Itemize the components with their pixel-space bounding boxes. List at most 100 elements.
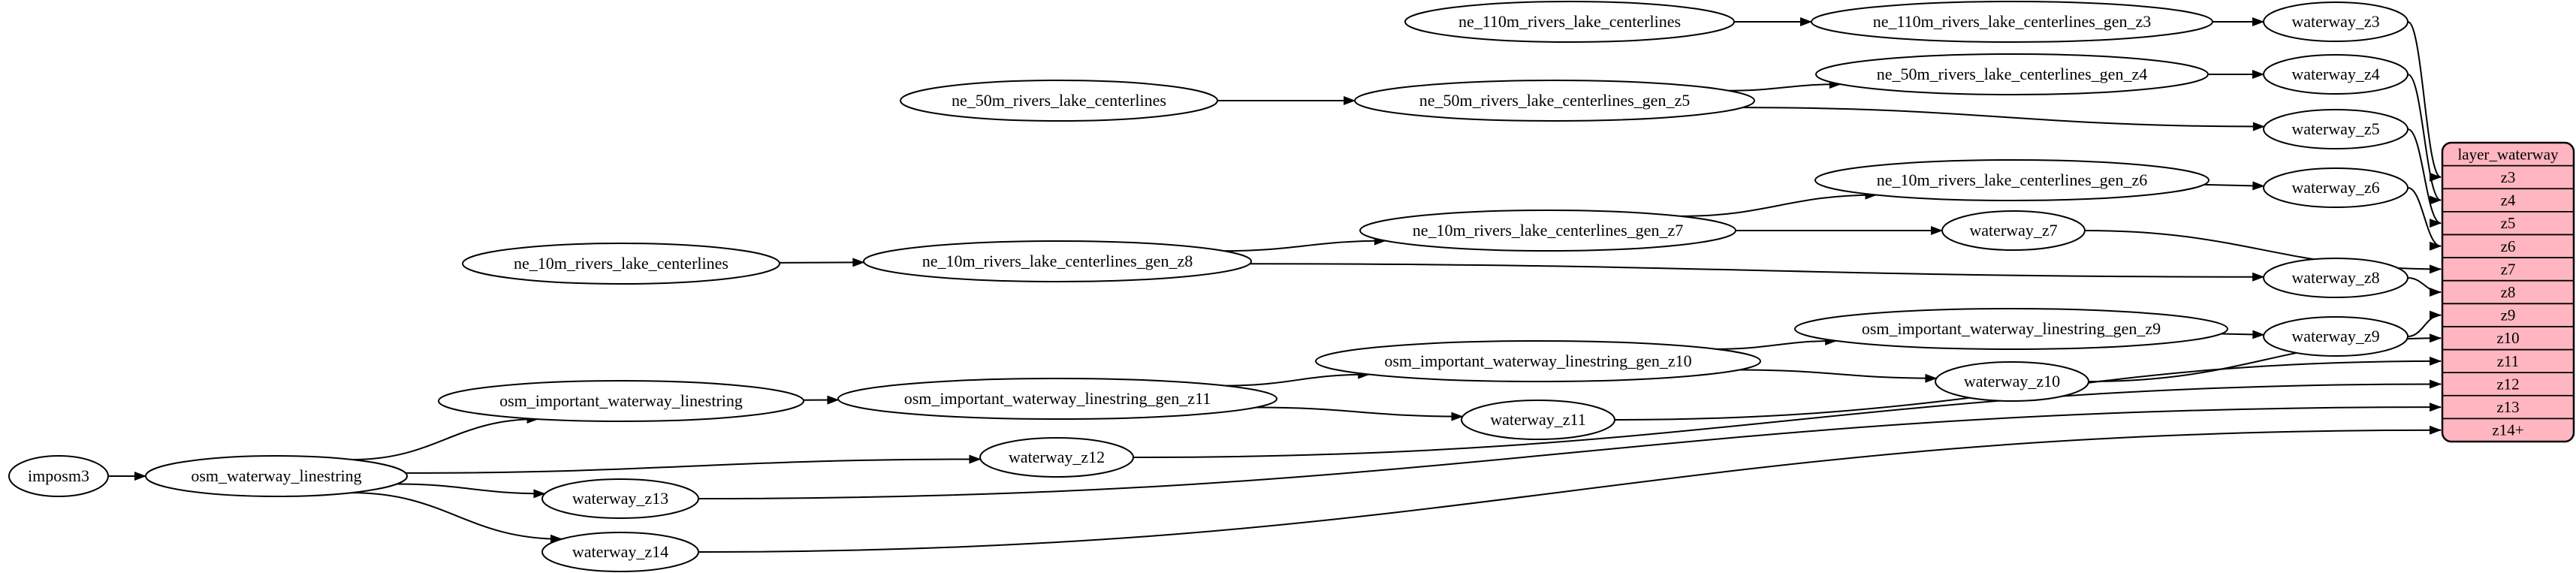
layer-row-z8: z8 — [2501, 283, 2516, 301]
node-ellipse-ne_10m_rivers_lake_centerlines_gen_z7 — [1359, 210, 1736, 252]
node-osm_important_waterway_linestring_gen_z11: osm_important_waterway_linestring_gen_z1… — [837, 378, 1277, 420]
edge-waterway_z12-to-layer_waterway-z12 — [1133, 379, 2442, 458]
node-ellipse-imposm3 — [8, 455, 109, 497]
node-ellipse-osm_waterway_linestring — [145, 455, 408, 497]
node-label-ne_10m_rivers_lake_centerlines_gen_z8: ne_10m_rivers_lake_centerlines_gen_z8 — [922, 252, 1193, 270]
edge-waterway_z8-to-layer_waterway-z8 — [2407, 277, 2442, 297]
layer-waterway-table-group: layer_waterwayz3z4z5z6z7z8z9z10z11z12z13… — [2441, 141, 2575, 443]
node-osm_waterway_linestring: osm_waterway_linestring — [145, 455, 408, 497]
node-label-osm_important_waterway_linestring_gen_z10: osm_important_waterway_linestring_gen_z1… — [1384, 351, 1691, 370]
node-ne_50m_rivers_lake_centerlines_gen_z4: ne_50m_rivers_lake_centerlines_gen_z4 — [1815, 53, 2209, 95]
node-label-waterway_z4: waterway_z4 — [2291, 65, 2379, 83]
node-ellipse-ne_50m_rivers_lake_centerlines_gen_z4 — [1815, 53, 2209, 95]
edge-ne_10m_rivers_lake_centerlines_gen_z8-to-waterway_z8 — [1250, 263, 2265, 282]
layer-row-z11: z11 — [2497, 352, 2520, 370]
node-label-waterway_z13: waterway_z13 — [572, 489, 668, 508]
node-waterway_z14: waterway_z14 — [541, 532, 699, 572]
edge-waterway_z6-to-layer_waterway-z6 — [2407, 187, 2442, 251]
node-ne_10m_rivers_lake_centerlines_gen_z6: ne_10m_rivers_lake_centerlines_gen_z6 — [1814, 159, 2210, 201]
node-label-ne_50m_rivers_lake_centerlines_gen_z5: ne_50m_rivers_lake_centerlines_gen_z5 — [1419, 91, 1690, 110]
node-ne_10m_rivers_lake_centerlines: ne_10m_rivers_lake_centerlines — [462, 243, 780, 285]
node-label-waterway_z8: waterway_z8 — [2291, 268, 2379, 287]
node-ellipse-waterway_z10 — [1935, 361, 2089, 402]
edge-ne_10m_rivers_lake_centerlines-to-ne_10m_rivers_lake_centerlines_gen_z8 — [779, 258, 865, 267]
node-imposm3: imposm3 — [8, 455, 109, 497]
node-label-waterway_z6: waterway_z6 — [2291, 178, 2379, 197]
layer-row-z14+: z14+ — [2492, 421, 2523, 439]
edge-ne_10m_rivers_lake_centerlines_gen_z6-to-waterway_z6 — [2203, 181, 2265, 191]
layer-row-z3: z3 — [2501, 168, 2516, 186]
node-ellipse-ne_110m_rivers_lake_centerlines_gen_z3 — [1811, 1, 2213, 43]
edge-waterway_z9-to-layer_waterway-z9 — [2407, 310, 2442, 337]
node-waterway_z10: waterway_z10 — [1935, 361, 2089, 402]
node-waterway_z9: waterway_z9 — [2263, 316, 2409, 357]
node-ellipse-osm_important_waterway_linestring_gen_z11 — [837, 378, 1277, 420]
node-ellipse-waterway_z8 — [2263, 258, 2409, 298]
node-label-waterway_z5: waterway_z5 — [2291, 119, 2379, 138]
edge-ne_50m_rivers_lake_centerlines_gen_z5-to-ne_50m_rivers_lake_centerlines_gen_z4 — [1728, 80, 1842, 92]
edges-group — [108, 17, 2442, 553]
node-ne_110m_rivers_lake_centerlines_gen_z3: ne_110m_rivers_lake_centerlines_gen_z3 — [1811, 1, 2213, 43]
edge-ne_50m_rivers_lake_centerlines_gen_z5-to-waterway_z5 — [1742, 107, 2265, 131]
node-waterway_z3: waterway_z3 — [2263, 2, 2409, 42]
node-ellipse-ne_10m_rivers_lake_centerlines_gen_z6 — [1814, 159, 2210, 201]
node-ellipse-osm_important_waterway_linestring_gen_z10 — [1315, 340, 1761, 382]
edge-waterway_z3-to-layer_waterway-z3 — [2407, 21, 2442, 182]
edge-osm_waterway_linestring-to-waterway_z12 — [405, 454, 982, 474]
node-label-osm_waterway_linestring: osm_waterway_linestring — [191, 466, 361, 485]
node-label-waterway_z7: waterway_z7 — [1969, 221, 2057, 240]
node-label-ne_110m_rivers_lake_centerlines_gen_z3: ne_110m_rivers_lake_centerlines_gen_z3 — [1873, 12, 2152, 31]
edge-waterway_z7-to-layer_waterway-z7 — [2084, 230, 2442, 274]
node-osm_important_waterway_linestring_gen_z10: osm_important_waterway_linestring_gen_z1… — [1315, 340, 1761, 382]
layer-row-z12: z12 — [2496, 375, 2519, 393]
node-ellipse-ne_10m_rivers_lake_centerlines — [462, 243, 780, 285]
node-ne_110m_rivers_lake_centerlines: ne_110m_rivers_lake_centerlines — [1404, 1, 1735, 43]
node-label-ne_50m_rivers_lake_centerlines: ne_50m_rivers_lake_centerlines — [952, 91, 1166, 110]
node-ellipse-waterway_z6 — [2263, 167, 2409, 208]
node-ne_50m_rivers_lake_centerlines: ne_50m_rivers_lake_centerlines — [900, 80, 1218, 122]
layer-waterway-title: layer_waterway — [2457, 145, 2559, 163]
node-label-waterway_z3: waterway_z3 — [2291, 12, 2379, 31]
node-label-osm_important_waterway_linestring: osm_important_waterway_linestring — [499, 391, 743, 410]
node-label-waterway_z10: waterway_z10 — [1964, 372, 2060, 391]
node-waterway_z6: waterway_z6 — [2263, 167, 2409, 208]
edge-osm_important_waterway_linestring_gen_z10-to-waterway_z10 — [1739, 369, 1938, 383]
node-waterway_z13: waterway_z13 — [541, 478, 699, 519]
edge-osm_important_waterway_linestring_gen_z11-to-waterway_z11 — [1255, 406, 1464, 421]
node-ellipse-waterway_z3 — [2263, 2, 2409, 42]
node-ellipse-waterway_z13 — [541, 478, 699, 519]
node-label-ne_10m_rivers_lake_centerlines: ne_10m_rivers_lake_centerlines — [514, 254, 728, 273]
layer-row-z10: z10 — [2496, 329, 2519, 347]
node-label-ne_10m_rivers_lake_centerlines_gen_z6: ne_10m_rivers_lake_centerlines_gen_z6 — [1877, 170, 2147, 189]
edge-waterway_z4-to-layer_waterway-z4 — [2407, 74, 2442, 205]
node-ne_50m_rivers_lake_centerlines_gen_z5: ne_50m_rivers_lake_centerlines_gen_z5 — [1354, 80, 1755, 122]
node-ellipse-ne_50m_rivers_lake_centerlines — [900, 80, 1218, 122]
edge-osm_important_waterway_linestring_gen_z10-to-osm_important_waterway_linestring_gen_z9 — [1715, 336, 1838, 350]
node-label-waterway_z11: waterway_z11 — [1490, 410, 1585, 429]
node-label-ne_50m_rivers_lake_centerlines_gen_z4: ne_50m_rivers_lake_centerlines_gen_z4 — [1877, 65, 2147, 83]
node-osm_important_waterway_linestring: osm_important_waterway_linestring — [438, 380, 804, 422]
node-ellipse-waterway_z9 — [2263, 316, 2409, 357]
edge-waterway_z14-to-layer_waterway-z14+ — [698, 425, 2442, 553]
edge-osm_important_waterway_linestring_gen_z11-to-osm_important_waterway_linestring_gen_z10 — [1225, 369, 1371, 387]
layer-row-z9: z9 — [2501, 306, 2516, 324]
edge-osm_waterway_linestring-to-osm_important_waterway_linestring — [351, 415, 539, 461]
node-ne_10m_rivers_lake_centerlines_gen_z7: ne_10m_rivers_lake_centerlines_gen_z7 — [1359, 210, 1736, 252]
edge-ne_10m_rivers_lake_centerlines_gen_z7-to-ne_10m_rivers_lake_centerlines_gen_z6 — [1680, 190, 1878, 217]
node-osm_important_waterway_linestring_gen_z9: osm_important_waterway_linestring_gen_z9 — [1794, 308, 2228, 350]
node-label-ne_110m_rivers_lake_centerlines: ne_110m_rivers_lake_centerlines — [1458, 12, 1681, 31]
node-ellipse-osm_important_waterway_linestring_gen_z9 — [1794, 308, 2228, 350]
node-label-imposm3: imposm3 — [28, 466, 89, 485]
layer-row-z7: z7 — [2501, 260, 2516, 278]
node-ellipse-waterway_z7 — [1941, 210, 2086, 251]
node-ellipse-waterway_z5 — [2263, 109, 2409, 149]
node-ellipse-osm_important_waterway_linestring — [438, 380, 804, 422]
edge-ne_10m_rivers_lake_centerlines_gen_z8-to-ne_10m_rivers_lake_centerlines_gen_z7 — [1223, 236, 1386, 252]
node-label-waterway_z12: waterway_z12 — [1009, 448, 1105, 466]
node-waterway_z11: waterway_z11 — [1461, 400, 1615, 440]
edge-waterway_z13-to-layer_waterway-z13 — [698, 403, 2442, 499]
node-waterway_z8: waterway_z8 — [2263, 258, 2409, 298]
layer-row-z13: z13 — [2496, 398, 2519, 416]
node-ne_10m_rivers_lake_centerlines_gen_z8: ne_10m_rivers_lake_centerlines_gen_z8 — [863, 240, 1252, 282]
node-waterway_z12: waterway_z12 — [979, 437, 1134, 478]
